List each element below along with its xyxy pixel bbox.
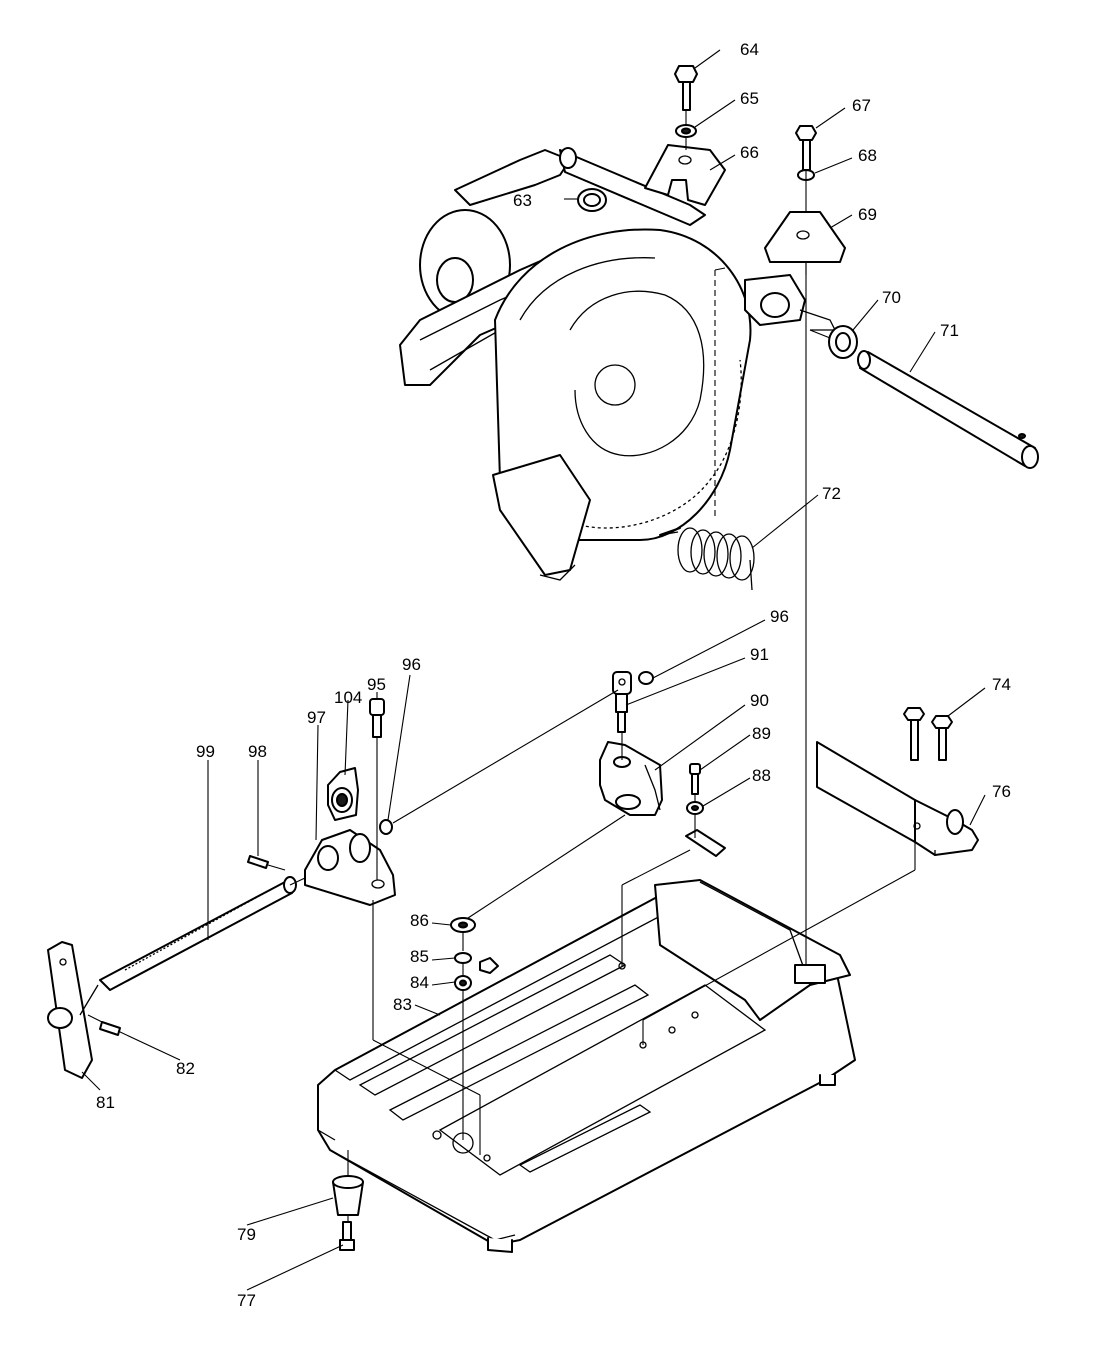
part-67-bolt [795,125,817,171]
callout-74: 74 [992,675,1011,694]
callout-labels: 63 64 65 66 67 68 69 70 71 72 96 91 96 9… [96,40,1011,1310]
saw-head-assembly [399,147,837,581]
part-89-screw [689,763,701,795]
part-98-pin [247,855,269,869]
callout-72: 72 [822,484,841,503]
callout-91: 91 [750,645,769,664]
part-96-washer-left [379,819,393,835]
callout-95: 95 [367,675,386,694]
part-84-nut [454,975,472,991]
part-63-retaining-ring [577,188,607,212]
callout-70: 70 [882,288,901,307]
square-nut [479,957,499,974]
part-104-nut [327,767,359,821]
part-74-bolt-right [931,715,953,761]
part-91-pivot-pin [612,671,632,733]
pointer-plate [685,829,726,857]
callout-96-left: 96 [402,655,421,674]
part-99-vise-screw [99,876,297,991]
callout-96-right: 96 [770,607,789,626]
callout-68: 68 [858,146,877,165]
callout-64: 64 [740,40,759,59]
callout-79: 79 [237,1225,256,1244]
callout-104: 104 [334,688,362,707]
callout-84: 84 [410,973,429,992]
callout-66: 66 [740,143,759,162]
callout-76: 76 [992,782,1011,801]
callout-99: 99 [196,742,215,761]
part-88-washer [686,801,704,815]
callout-77: 77 [237,1291,256,1310]
callout-82: 82 [176,1059,195,1078]
part-86-washer [450,917,476,933]
callout-leaders [81,49,986,1291]
callout-85: 85 [410,947,429,966]
part-64-bolt [674,65,698,111]
callout-67: 67 [852,96,871,115]
part-76-fence [816,741,979,856]
part-69-block [764,211,846,263]
callout-98: 98 [248,742,267,761]
callout-71: 71 [940,321,959,340]
callout-86: 86 [410,911,429,930]
part-66-clamp [644,144,726,206]
part-96-washer-right [638,671,654,685]
callout-65: 65 [740,89,759,108]
callout-81: 81 [96,1093,115,1112]
part-72-spring [659,527,755,591]
part-95-bolt [369,698,385,738]
callout-90: 90 [750,691,769,710]
callout-89: 89 [752,724,771,743]
callout-97: 97 [307,708,326,727]
part-97-vise-bracket [304,829,396,906]
part-65-washer [675,124,697,138]
part-85-washer [454,952,472,964]
part-74-bolt-left [903,707,925,761]
part-81-vise-handle [47,941,99,1079]
part-70-washer [828,325,858,359]
part-90-bracket [599,741,663,816]
assembly-lines [87,110,916,1222]
part-79-foot [332,1175,364,1216]
callout-63: 63 [513,191,532,210]
part-82-pin [99,1021,121,1036]
callout-69: 69 [858,205,877,224]
part-71-shaft [857,350,1039,469]
part-83-base [317,879,856,1253]
callout-88: 88 [752,766,771,785]
callout-83: 83 [393,995,412,1014]
